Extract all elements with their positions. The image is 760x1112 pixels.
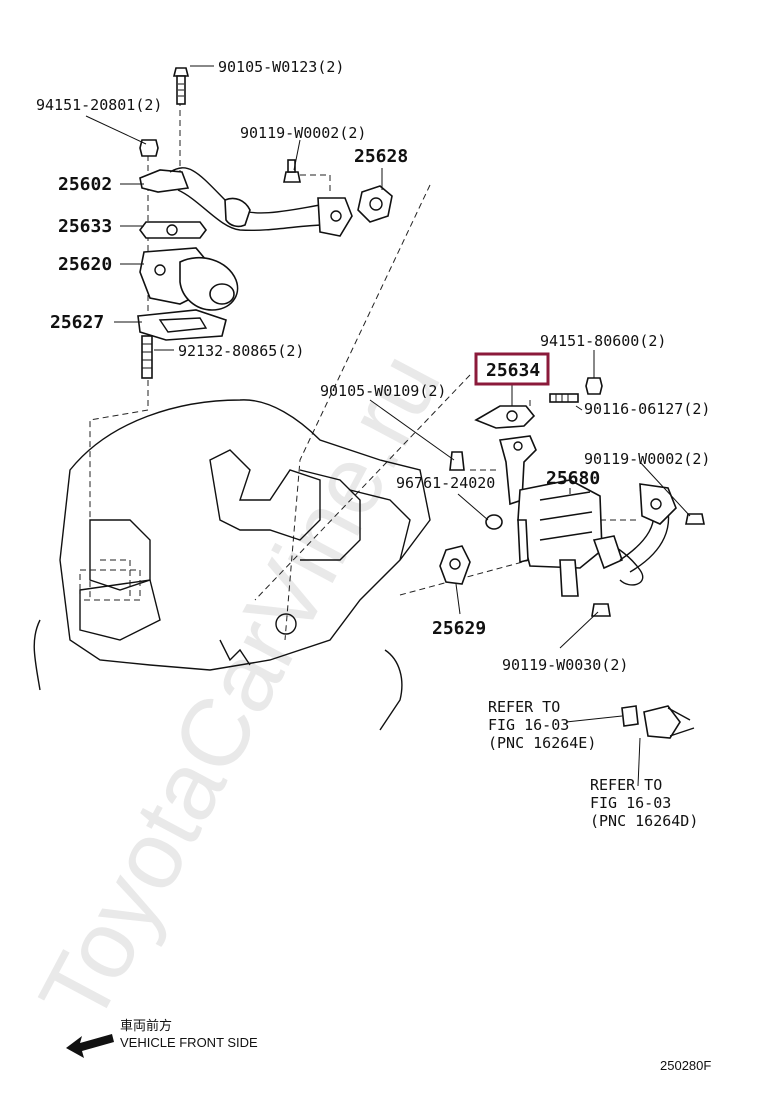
vehicle-front-arrow-icon [66,1034,114,1058]
bolt-90105-W0109 [449,451,465,471]
ref1-line2: FIG 16-03 [488,716,569,734]
label-25680: 25680 [546,468,600,489]
label-94151-20801: 94151-20801(2) [36,96,162,114]
label-90116-06127: 90116-06127(2) [584,400,710,418]
label-25634: 25634 [486,360,540,381]
label-25629: 25629 [432,618,486,639]
bolt-90119-W0002-top [283,159,301,183]
gasket-25627 [137,309,227,341]
label-25628: 25628 [354,146,408,167]
ref2-line3: (PNC 16264D) [590,812,698,830]
nut-94151-20801 [139,139,159,157]
nut-94151-80600 [585,377,603,395]
label-25620: 25620 [58,254,112,275]
ref1-line3: (PNC 16264E) [488,734,596,752]
stud-92132-80865 [141,335,153,379]
bolt-90119-W0030 [591,603,611,617]
label-90119-W0002-top: 90119-W0002(2) [240,124,366,142]
stud-90116-06127 [549,393,579,403]
direction-label-english: VEHICLE FRONT SIDE [120,1035,258,1050]
ref2-line2: FIG 16-03 [590,794,671,812]
valve-25620 [139,247,239,311]
hose-clamp [621,705,695,739]
ref1-line1: REFER TO [488,698,560,716]
cooler-25680 [517,479,644,597]
gasket-25629 [439,545,471,585]
gasket-25634 [474,405,536,429]
figure-code: 250280F [660,1058,711,1073]
label-90105-W0109: 90105-W0109(2) [320,382,446,400]
ref2-line1: REFER TO [590,776,662,794]
pipe-25602 [139,167,353,237]
label-94151-80600: 94151-80600(2) [540,332,666,350]
label-90119-W0030: 90119-W0030(2) [502,656,628,674]
bolt-90119-W0002-right [685,513,705,525]
highlight-box-25634 [474,352,550,386]
label-96761-24020: 96761-24020 [396,474,495,492]
leader-lines [85,65,691,787]
label-25627: 25627 [50,312,104,333]
label-92132-80865: 92132-80865(2) [178,342,304,360]
watermark-text: ToyotaCarVine.ru [19,336,461,1040]
pipe-right [619,483,677,573]
gasket-25628 [357,185,393,223]
direction-label-japanese: 車両前方 [120,1018,172,1033]
engine-block [33,399,431,731]
oring-96761-24020 [485,514,503,530]
pipe-elbow [498,435,537,506]
label-90119-W0002-right: 90119-W0002(2) [584,450,710,468]
bolt-90105-W0123 [172,67,190,105]
gasket-25633 [139,221,207,239]
label-25633: 25633 [58,216,112,237]
label-90105-W0123: 90105-W0123(2) [218,58,344,76]
label-25602: 25602 [58,174,112,195]
